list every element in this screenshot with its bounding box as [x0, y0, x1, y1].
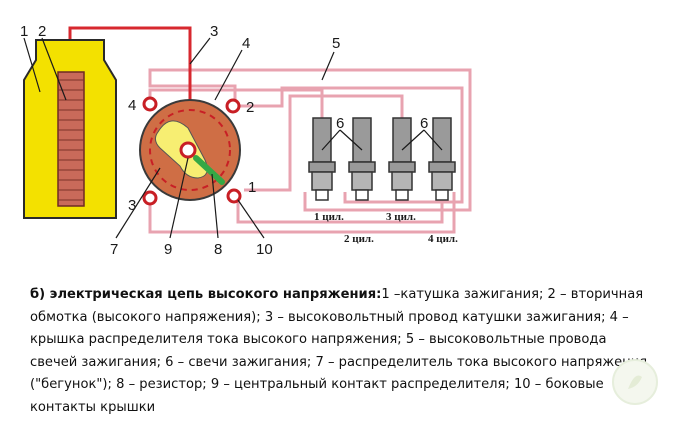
cylinder-3-label: 3 цил.: [386, 211, 416, 223]
cylinder-1-label: 1 цил.: [314, 211, 344, 223]
cap-contact-label-4: 4: [128, 97, 136, 114]
watermark-logo: [612, 359, 658, 405]
cylinder-2-label: 2 цил.: [344, 233, 374, 245]
cap-contact-label-1: 1: [248, 179, 256, 196]
label-6-left: 6: [336, 115, 344, 132]
secondary-winding: [57, 71, 85, 207]
spark-plugs: [308, 117, 456, 201]
label-2: 2: [38, 23, 46, 40]
cylinder-4-label: 4 цил.: [428, 233, 458, 245]
spark-plug-4: [428, 117, 456, 201]
spark-plug-wires: [148, 68, 472, 234]
spark-plug-1: [308, 117, 336, 201]
cap-contact-label-2: 2: [246, 99, 254, 116]
resistor: [193, 155, 225, 185]
label-4-cap: 4: [242, 35, 250, 52]
distributor-cap: [139, 96, 242, 206]
side-contacts: [142, 96, 242, 206]
leader-lines: [23, 37, 443, 239]
caption-lead: б) электрическая цепь высокого напряжени…: [30, 287, 382, 302]
spark-plug-3: [388, 117, 416, 201]
label-10: 10: [256, 241, 273, 258]
label-5: 5: [332, 35, 340, 52]
label-3-wire: 3: [210, 23, 218, 40]
label-1: 1: [20, 23, 28, 40]
cap-contact-label-3: 3: [128, 197, 136, 214]
label-7: 7: [110, 241, 118, 258]
ignition-high-voltage-diagram: 1 2 3 4 5 6 6 7 9 8 10 4 2 3 1 1 цил. 2 …: [20, 23, 472, 258]
caption-text: 1 –катушка зажигания; 2 – вторичная обмо…: [30, 287, 648, 415]
label-9: 9: [164, 241, 172, 258]
figure-caption: б) электрическая цепь высокого напряжени…: [30, 284, 650, 420]
central-contact: [179, 141, 197, 159]
spark-plug-2: [348, 117, 376, 201]
label-8: 8: [214, 241, 222, 258]
label-6-right: 6: [420, 115, 428, 132]
ignition-coil: [23, 39, 117, 219]
